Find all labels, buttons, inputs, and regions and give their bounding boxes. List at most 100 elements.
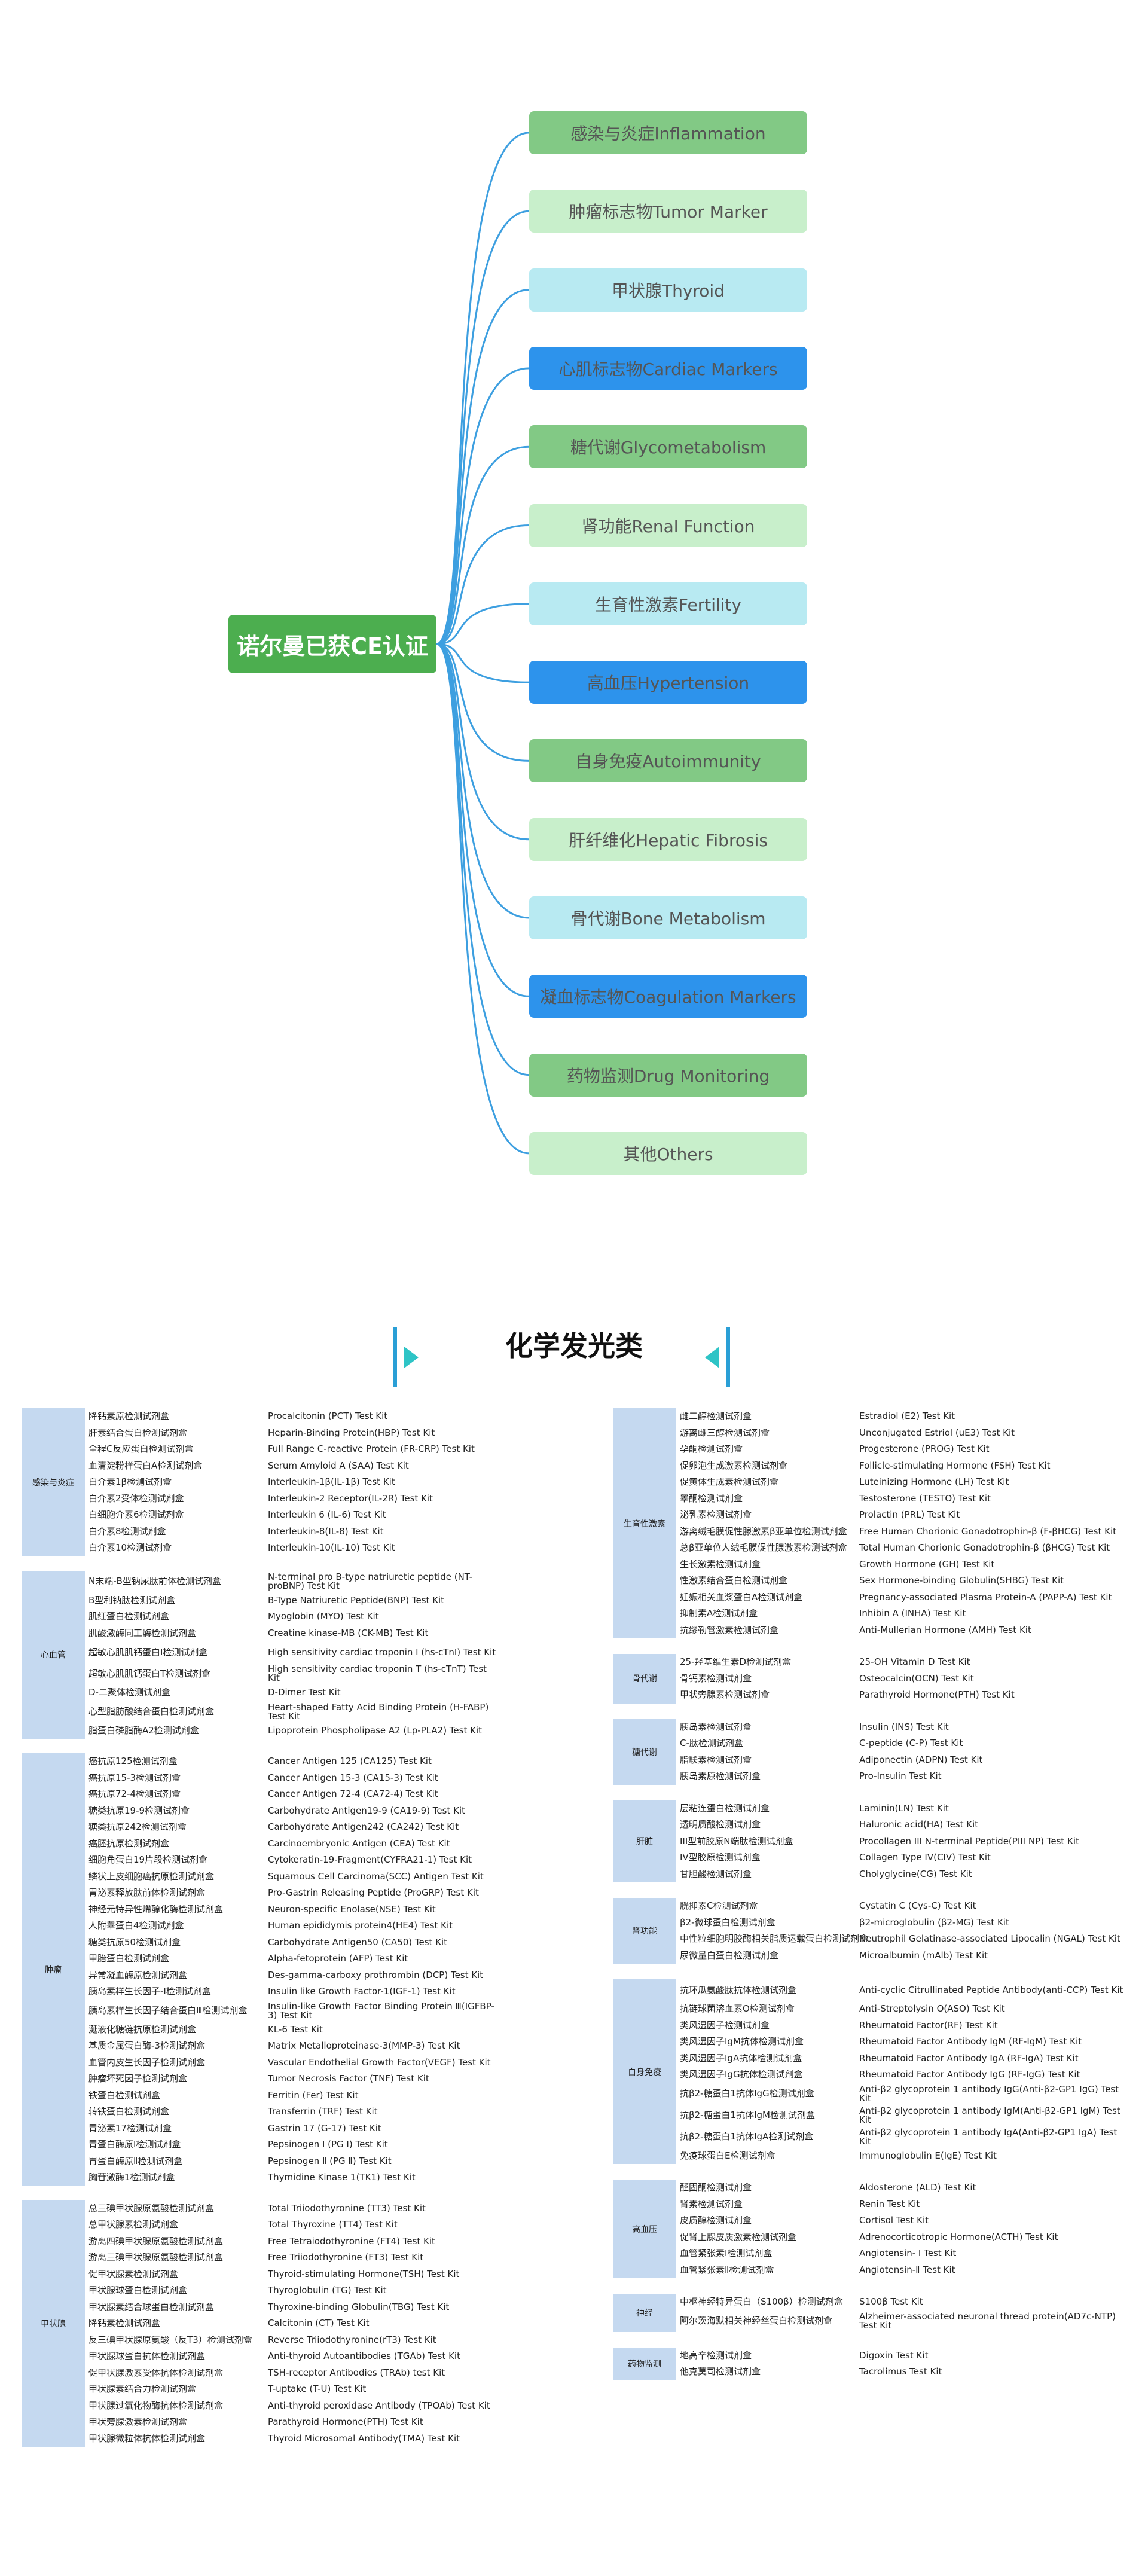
product-name-en: Carcinoembryonic Antigen (CEA) Test Kit xyxy=(268,1838,450,1849)
product-name-zh: 降钙素原检测试剂盒 xyxy=(88,1412,170,1421)
group-category-label: 神经 xyxy=(613,2294,676,2332)
product-name-zh: 血管紧张素Ⅱ检测试剂盒 xyxy=(680,2265,774,2275)
product-name-en: Human epididymis protein4(HE4) Test Kit xyxy=(268,1920,453,1931)
group-category-label: 肝脏 xyxy=(613,1800,676,1882)
product-name-zh: 降钙素检测试剂盒 xyxy=(88,2319,161,2328)
product-name-en: Squamous Cell Carcinoma(SCC) Antigen Tes… xyxy=(268,1870,484,1882)
product-name-en: 25-OH Vitamin D Test Kit xyxy=(859,1656,970,1668)
product-name-en: Carbohydrate Antigen19-9 (CA19-9) Test K… xyxy=(268,1805,465,1816)
product-name-en: Anti-Mullerian Hormone (AMH) Test Kit xyxy=(859,1624,1031,1635)
product-name-en: Digoxin Test Kit xyxy=(859,2349,929,2361)
product-name-zh: 促甲状腺素检测试剂盒 xyxy=(88,2269,179,2279)
product-name-en: Pepsinogen Ⅰ (PG Ⅰ) Test Kit xyxy=(268,2139,388,2150)
product-name-en: Des-gamma-carboxy prothrombin (DCP) Test… xyxy=(268,1969,484,1980)
product-name-zh: 抑制素A检测试剂盒 xyxy=(680,1609,758,1619)
product-name-zh: 促卵泡生成激素检测试剂盒 xyxy=(680,1461,788,1470)
connector-line xyxy=(436,210,530,645)
product-name-zh: 血清淀粉样蛋白A检测试剂盒 xyxy=(88,1461,203,1470)
product-name-en: Rheumatoid Factor(RF) Test Kit xyxy=(859,2019,998,2031)
connector-line xyxy=(436,445,530,645)
product-name-zh: 肿瘤坏死因子检测试剂盒 xyxy=(88,2074,188,2084)
product-name-zh: 游离四碘甲状腺原氨酸检测试剂盒 xyxy=(88,2236,224,2246)
product-name-zh: 肾素检测试剂盒 xyxy=(680,2199,743,2209)
mindmap-connectors xyxy=(436,132,530,1155)
product-name-zh: 甲状腺微粒体抗体检测试剂盒 xyxy=(88,2434,206,2443)
product-name-en: Thyroglobulin (TG) Test Kit xyxy=(268,2285,387,2296)
product-name-en: Thymidine Kinase 1(TK1) Test Kit xyxy=(268,2172,416,2183)
product-name-zh: 游离三碘甲状腺原氨酸检测试剂盒 xyxy=(88,2253,224,2263)
group-category-label: 甲状腺 xyxy=(22,2200,85,2447)
product-name-zh: 肌酸激酶同工酶检测试剂盒 xyxy=(88,1628,197,1638)
product-name-en: Anti-β2 glycoprotein 1 antibody IgA(Anti… xyxy=(859,2126,1118,2147)
product-name-zh: 睾酮检测试剂盒 xyxy=(680,1494,743,1503)
product-name-zh: 胰岛素样生长因子-I检测试剂盒 xyxy=(88,1987,211,1997)
connector-line xyxy=(436,643,530,841)
product-name-zh: 甲状旁腺激素检测试剂盒 xyxy=(88,2418,188,2427)
product-row: 转铁蛋白检测试剂盒 Transferrin (TRF) Test Kit xyxy=(22,2104,518,2120)
product-name-en: High sensitivity cardiac troponin I (hs-… xyxy=(268,1646,496,1658)
product-name-en: Gastrin 17 (G-17) Test Kit xyxy=(268,2122,381,2134)
connector-line xyxy=(436,603,530,645)
product-name-en: Anti-β2 glycoprotein 1 antibody IgG(Anti… xyxy=(859,2083,1119,2104)
product-name-en: Lipoprotein Phospholipase A2 (Lp-PLA2) T… xyxy=(268,1725,483,1736)
product-name-zh: 胃泌素释放肽前体检测试剂盒 xyxy=(88,1888,206,1898)
product-name-en: Angiotensin- Ⅰ Test Kit xyxy=(859,2248,957,2259)
product-row: 肌红蛋白检测试剂盒 Myoglobin (MYO) Test Kit xyxy=(22,1609,518,1625)
product-name-en: Carbohydrate Antigen50 (CA50) Test Kit xyxy=(268,1936,448,1948)
mindmap-branch-node: 其他Others xyxy=(529,1131,807,1175)
product-name-en: Pepsinogen Ⅱ (PG Ⅱ) Test Kit xyxy=(268,2155,392,2166)
product-name-en: Ferritin (Fer) Test Kit xyxy=(268,2089,359,2101)
product-name-zh: 癌胚抗原检测试剂盒 xyxy=(88,1839,170,1848)
product-name-en: Tacrolimus Test Kit xyxy=(859,2366,942,2377)
connector-line xyxy=(436,643,530,1076)
product-name-en: Interleukin 6 (IL-6) Test Kit xyxy=(268,1509,386,1521)
product-name-zh: 反三碘甲状腺原氨酸（反T3）检测试剂盒 xyxy=(88,2335,252,2345)
product-name-zh: 转铁蛋白检测试剂盒 xyxy=(88,2107,170,2117)
product-name-en: Myoglobin (MYO) Test Kit xyxy=(268,1611,379,1622)
product-name-zh: 类风湿因子IgG抗体检测试剂盒 xyxy=(680,2070,803,2080)
product-name-zh: 糖类抗原19-9检测试剂盒 xyxy=(88,1806,190,1815)
product-name-en: Immunoglobulin E(IgE) Test Kit xyxy=(859,2150,997,2161)
product-name-en: Cancer Antigen 72-4 (CA72-4) Test Kit xyxy=(268,1788,438,1800)
group-category-label: 生育性激素 xyxy=(613,1408,676,1638)
product-name-zh: 涎液化糖链抗原检测试剂盒 xyxy=(88,2025,197,2034)
product-name-en: Osteocalcin(OCN) Test Kit xyxy=(859,1672,974,1684)
product-name-en: C-peptide (C-P) Test Kit xyxy=(859,1738,963,1749)
product-name-zh: 总甲状腺素检测试剂盒 xyxy=(88,2220,179,2230)
product-name-en: Parathyroid Hormone(PTH) Test Kit xyxy=(859,1689,1015,1701)
product-name-zh: 促甲状腺激素受体抗体检测试剂盒 xyxy=(88,2368,224,2377)
product-name-en: Transferrin (TRF) Test Kit xyxy=(268,2106,378,2117)
product-name-zh: 妊娠相关血浆蛋白A检测试剂盒 xyxy=(680,1592,803,1602)
product-name-zh: 肌红蛋白检测试剂盒 xyxy=(88,1612,170,1622)
connector-line xyxy=(436,643,530,762)
